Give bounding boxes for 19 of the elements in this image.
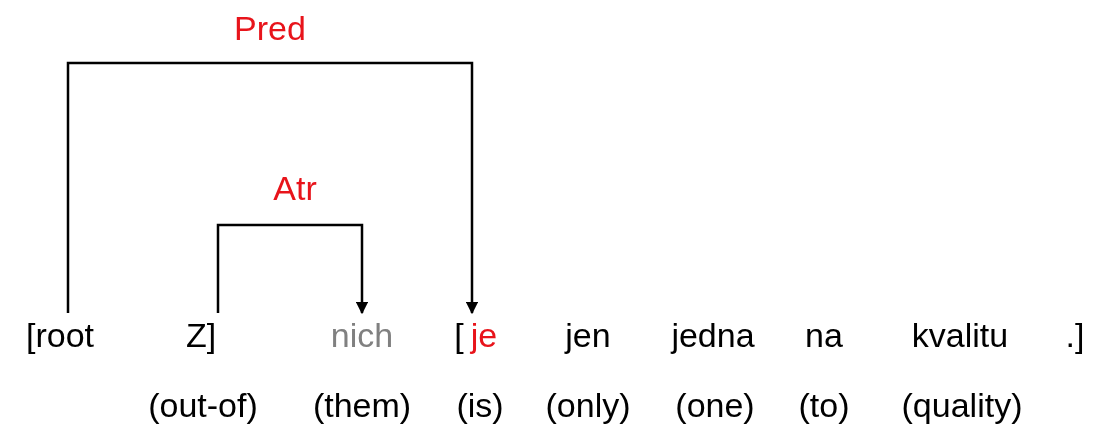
gloss: (to): [798, 385, 850, 426]
dependency-arrow: [216, 223, 369, 315]
gloss: (out-of): [148, 385, 258, 426]
dependency-arrow: [66, 61, 479, 315]
word: Z]: [185, 313, 217, 357]
word: je: [470, 313, 498, 357]
gloss: (only): [545, 385, 631, 426]
word: jen: [565, 315, 611, 356]
word: [root: [26, 313, 94, 357]
gloss: (is): [456, 385, 504, 426]
word: nich: [330, 313, 394, 357]
word: jedna: [671, 315, 755, 356]
bracket: [: [454, 315, 464, 356]
gloss: (one): [675, 385, 755, 426]
word: .]: [1065, 315, 1085, 356]
gloss: (them): [312, 385, 412, 426]
word: na: [805, 315, 843, 356]
word: kvalitu: [911, 315, 1009, 356]
gloss: (quality): [901, 385, 1023, 426]
